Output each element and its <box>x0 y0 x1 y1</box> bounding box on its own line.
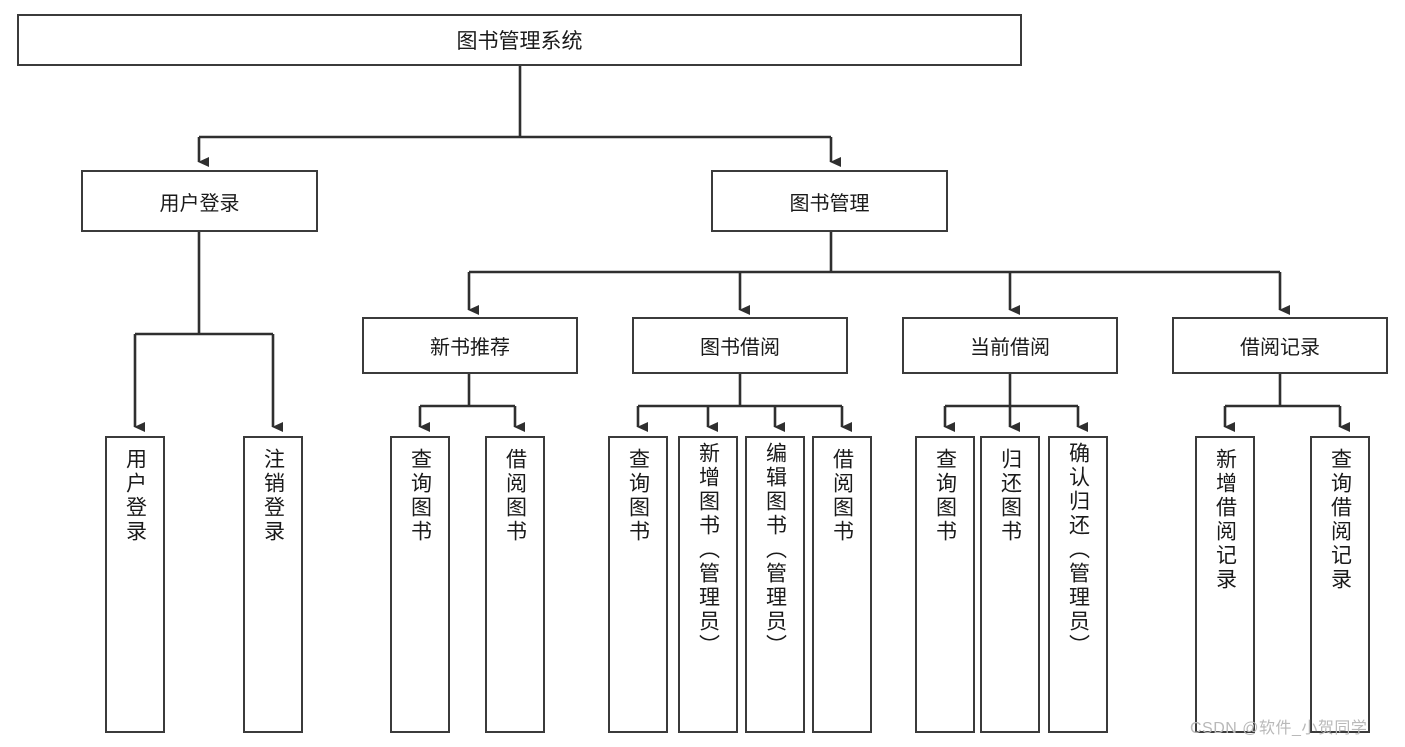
leaf-query-book-recommend[interactable]: 查询图书 <box>390 436 450 733</box>
leaf-query-borrow-record[interactable]: 查询借阅记录 <box>1310 436 1370 733</box>
leaf-user-login[interactable]: 用户登录 <box>105 436 165 733</box>
leaf-edit-book-admin[interactable]: 编辑图书（管理员） <box>745 436 805 733</box>
leaf-borrow-book-recommend[interactable]: 借阅图书 <box>485 436 545 733</box>
node-borrow-record[interactable]: 借阅记录 <box>1172 317 1388 374</box>
node-book-management[interactable]: 图书管理 <box>711 170 948 232</box>
node-book-borrow[interactable]: 图书借阅 <box>632 317 848 374</box>
leaf-add-book-admin[interactable]: 新增图书（管理员） <box>678 436 738 733</box>
leaf-return-book[interactable]: 归还图书 <box>980 436 1040 733</box>
leaf-logout[interactable]: 注销登录 <box>243 436 303 733</box>
leaf-borrow-book[interactable]: 借阅图书 <box>812 436 872 733</box>
leaf-add-borrow-record[interactable]: 新增借阅记录 <box>1195 436 1255 733</box>
node-user-login[interactable]: 用户登录 <box>81 170 318 232</box>
leaf-query-book-current[interactable]: 查询图书 <box>915 436 975 733</box>
node-new-book-recommend[interactable]: 新书推荐 <box>362 317 578 374</box>
leaf-query-book-borrow[interactable]: 查询图书 <box>608 436 668 733</box>
leaf-confirm-return-admin[interactable]: 确认归还（管理员） <box>1048 436 1108 733</box>
csdn-watermark: CSDN @软件_小贺同学 <box>1190 720 1368 737</box>
node-root[interactable]: 图书管理系统 <box>17 14 1022 66</box>
node-current-borrow[interactable]: 当前借阅 <box>902 317 1118 374</box>
